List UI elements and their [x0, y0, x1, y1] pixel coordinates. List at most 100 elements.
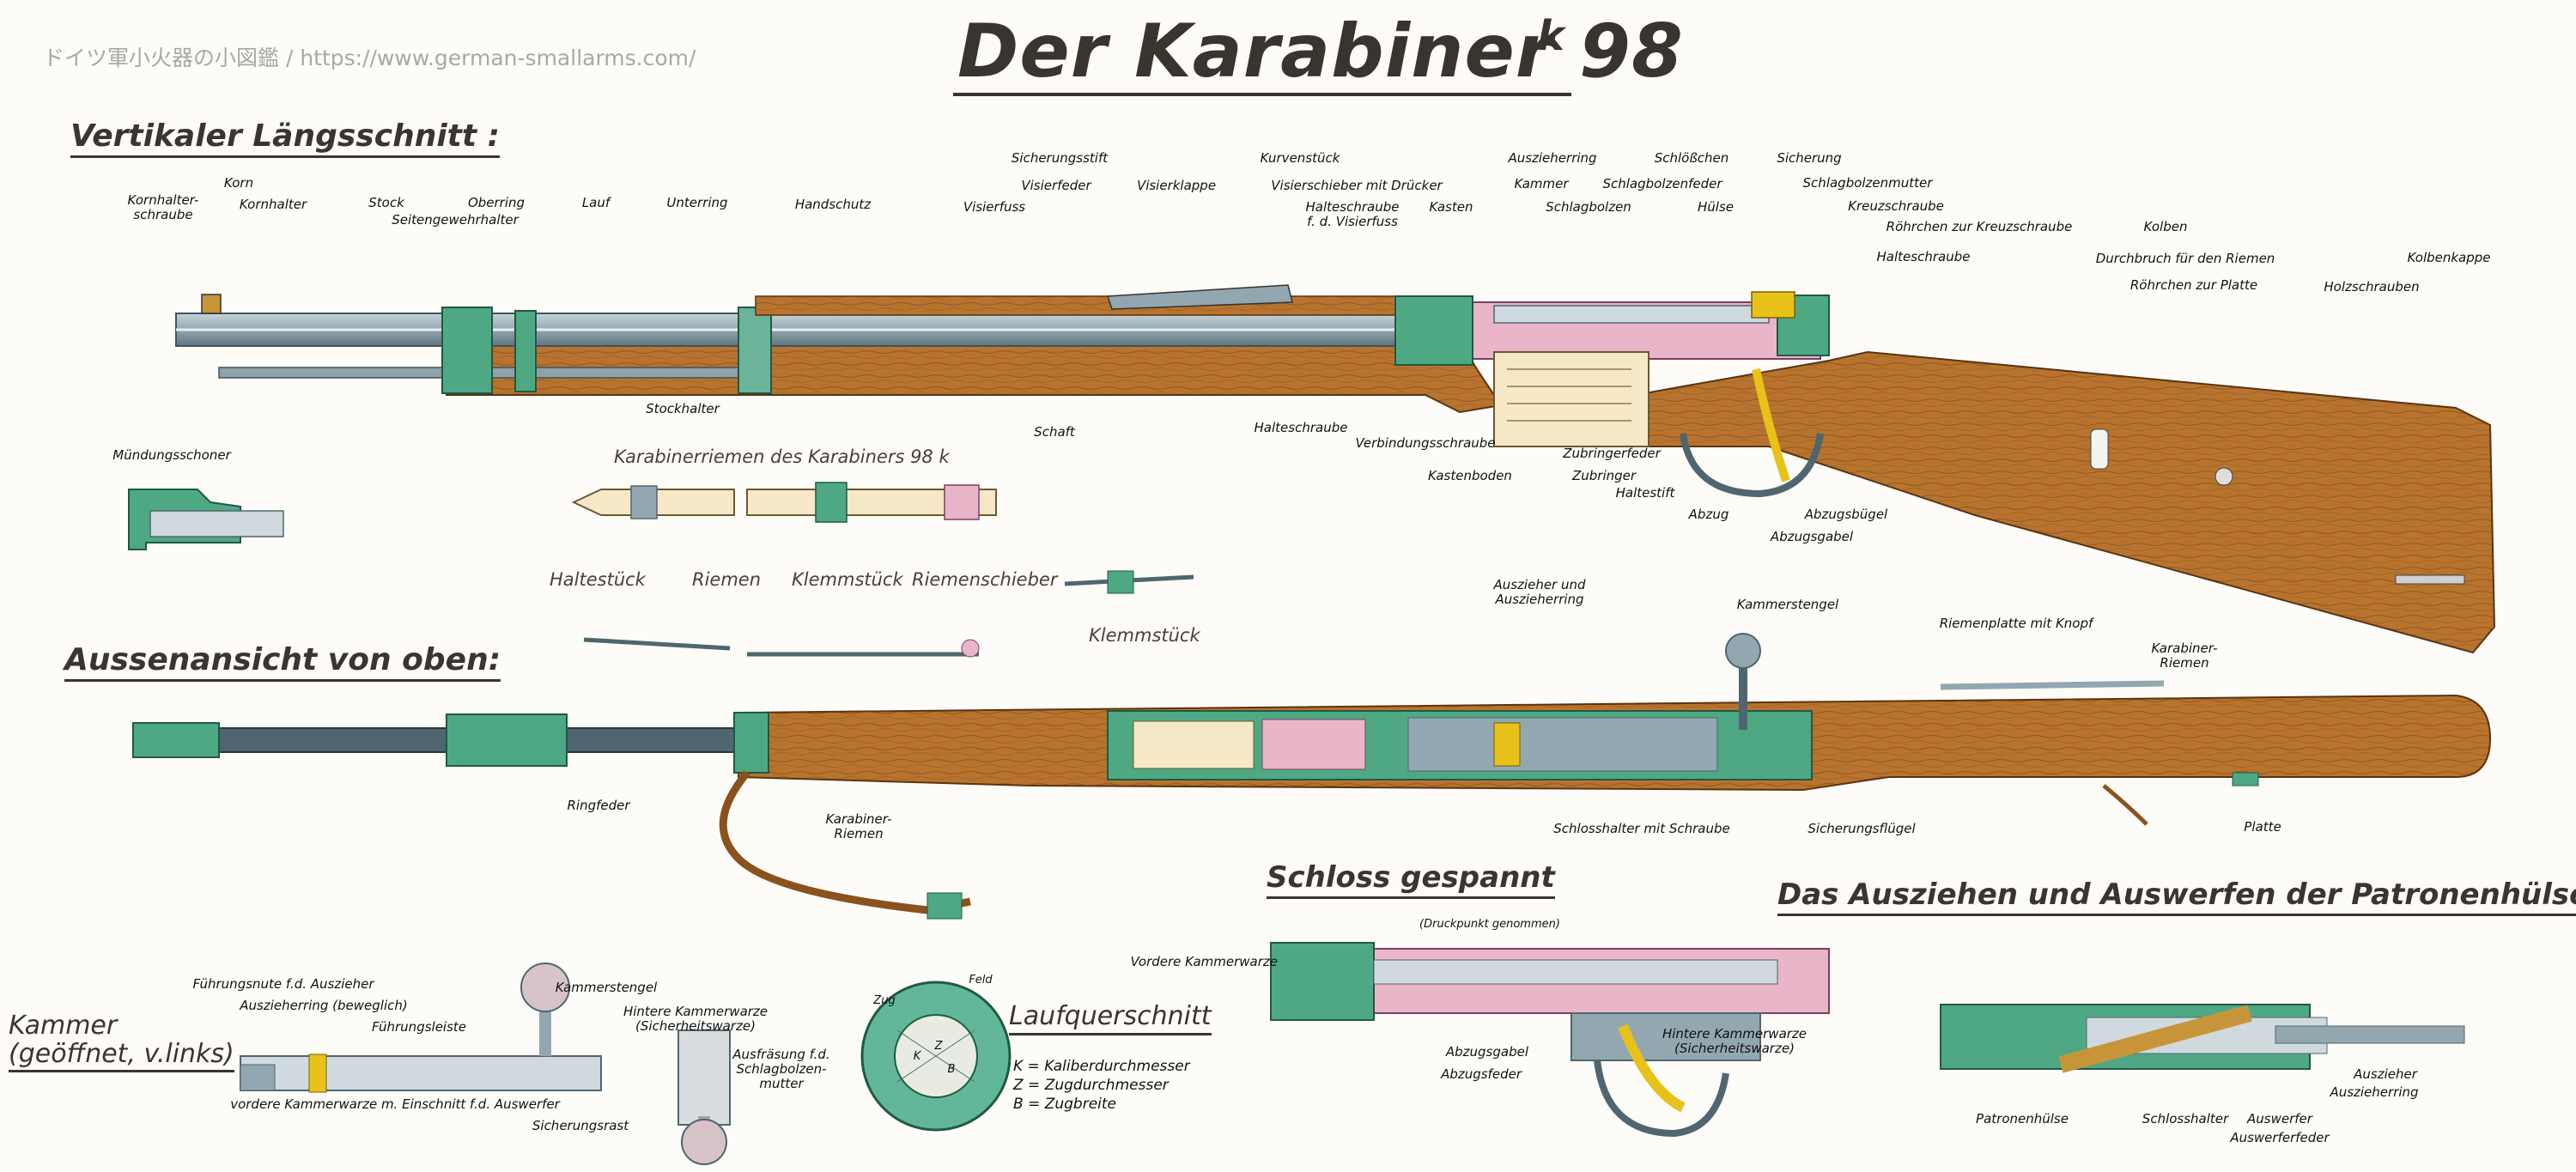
butt-screw [2395, 574, 2465, 585]
section-laengsschnitt: Vertikaler Längsschnitt : [70, 118, 501, 158]
label-roehrchen-kreuzschraube: Röhrchen zur Kreuzschraube [1886, 219, 2073, 234]
label-durchbruch: Durchbruch für den Riemen [2095, 251, 2275, 266]
label-auszieher: Auszieher [2354, 1066, 2417, 1082]
barrel-cross-section [860, 981, 1012, 1132]
title-underline [953, 93, 1571, 96]
sling-top [719, 770, 971, 914]
front-band-top [446, 714, 568, 767]
muzzle-top [132, 722, 220, 758]
label-halteschraube-low: Halteschraube [1254, 420, 1348, 435]
label-halteschraube-visierfuss: Halteschraube f. d. Visierfuss [1305, 199, 1400, 229]
trigger-guard [1680, 433, 1824, 498]
front-sight [201, 294, 222, 314]
bolt-knob-top [1725, 633, 1761, 669]
label-kasten: Kasten [1429, 199, 1473, 215]
butt-plate-top [2232, 772, 2259, 786]
poster-title: Der Karabiner 98 [957, 9, 1684, 94]
label-schlosshalter-schraube: Schlosshalter mit Schraube [1553, 821, 1730, 836]
label-oberring: Oberring [467, 195, 526, 210]
label-vordere-kammerwarze-kammer: vordere Kammerwarze m. Einschnitt f.d. A… [230, 1096, 560, 1112]
trigger [1752, 367, 1790, 483]
extractor-collar-top [1493, 722, 1521, 767]
label-kolbenkappe: Kolbenkappe [2407, 250, 2491, 265]
label-fuehrungsnute: Führungsnute f.d. Auszieher [192, 976, 374, 992]
label-zubringer: Zubringer [1571, 468, 1637, 483]
rifle-section-view [175, 284, 2496, 654]
sling-wire [2102, 784, 2148, 826]
label-vordere-kammerwarze-schloss: Vordere Kammerwarze [1130, 954, 1278, 969]
label-sicherungsfluegel: Sicherungsflügel [1807, 821, 1916, 836]
magazine-top [1133, 720, 1255, 769]
legend-k: K = Kaliberdurchmesser [1013, 1058, 1190, 1075]
receiver-ring [1394, 295, 1473, 366]
cleaning-rod [218, 367, 769, 379]
label-abzugsgabel-schloss: Abzugsgabel [1445, 1044, 1528, 1060]
label-handschutz: Handschutz [794, 197, 872, 212]
label-kammerstengel-top: Kammerstengel [1736, 597, 1839, 612]
extraction-drawing [1940, 1004, 2465, 1073]
poster-title-superscript: k [1537, 12, 1564, 60]
label-patronenhuelse: Patronenhülse [1976, 1111, 2069, 1126]
label-ausfraesung: Ausfräsung f.d. Schlagbolzen- mutter [732, 1047, 830, 1091]
label-riemenschieber: Riemenschieber [912, 569, 1058, 590]
legend-b: B = Zugbreite [1013, 1096, 1117, 1113]
label-haltestueck: Haltestück [550, 569, 646, 590]
rear-sight [1106, 284, 1293, 310]
label-auszieher-und: Auszieher und Auszieherring [1493, 577, 1586, 607]
label-kurvenstueck: Kurvenstück [1260, 150, 1340, 166]
label-auswerfer: Auswerfer [2247, 1111, 2312, 1126]
label-riemenplatte: Riemenplatte mit Knopf [1939, 616, 2093, 631]
legend-z: Z = Zugdurchmesser [1013, 1077, 1169, 1094]
label-hintere-kammerwarze-kammer: Hintere Kammerwarze (Sicherheitswarze) [623, 1004, 769, 1034]
label-schlagbolzenfeder: Schlagbolzenfeder [1602, 176, 1722, 191]
label-visierklappe: Visierklappe [1136, 178, 1217, 193]
bolt-rear-top [1261, 719, 1366, 770]
butt-disc [2215, 467, 2233, 486]
cross-letter-b: B [947, 1063, 956, 1076]
label-hintere-kammerwarze-schloss: Hintere Kammerwarze (Sicherheitswarze) [1662, 1026, 1807, 1056]
safety [1751, 291, 1795, 319]
label-fuehrungsleiste: Führungsleiste [371, 1019, 467, 1035]
follower-spring [1507, 368, 1631, 422]
watermark: ドイツ軍小火器の小図鑑 / https://www.german-smallar… [43, 46, 696, 70]
label-kammerstengel-kammer: Kammerstengel [555, 980, 658, 995]
cross-letter-z: Z [934, 1040, 943, 1053]
bolt-cocked-drawing [1270, 942, 1830, 1138]
sling-buckle [927, 892, 963, 920]
label-kornhalterschraube: Kornhalter- schraube [127, 192, 199, 222]
label-huelse: Hülse [1698, 199, 1734, 215]
label-klemmstueck: Klemmstück [792, 569, 903, 590]
label-stock: Stock [368, 195, 404, 210]
sling-slot [2090, 428, 2109, 470]
label-klemmstueck-2: Klemmstück [1089, 625, 1200, 646]
label-kolben: Kolben [2143, 219, 2188, 234]
section-ausziehen: Das Ausziehen und Auswerfen der Patronen… [1777, 877, 2576, 916]
label-abzugsbuegel: Abzugsbügel [1804, 507, 1888, 522]
label-sicherungsstift: Sicherungsstift [1011, 150, 1109, 166]
label-unterring: Unterring [666, 195, 728, 210]
label-schaft: Schaft [1034, 424, 1075, 440]
section-kammer: Kammer (geöffnet, v.links) [9, 1011, 234, 1072]
label-sicherungsrast: Sicherungsrast [532, 1118, 629, 1133]
handguard [755, 295, 1400, 316]
label-visierschieber: Visierschieber mit Drücker [1271, 178, 1443, 193]
upper-band [441, 307, 493, 394]
bolt-section [1493, 305, 1770, 324]
band-ring [514, 310, 537, 392]
label-visierfuss: Visierfuss [963, 199, 1026, 215]
label-platte: Platte [2244, 819, 2281, 835]
label-feld: Feld [969, 974, 993, 987]
label-riemen: Riemen [692, 569, 762, 590]
label-kreuzschraube: Kreuzschraube [1848, 198, 1944, 214]
label-halteschraube-top: Halteschraube [1876, 249, 1971, 264]
label-kammer: Kammer [1514, 176, 1569, 191]
label-muendungsschoner: Mündungsschoner [112, 447, 231, 463]
label-kornhalter: Kornhalter [239, 197, 307, 212]
label-roehrchen-platte: Röhrchen zur Platte [2129, 277, 2258, 293]
label-karabinerriemen-right: Karabiner- Riemen [2151, 641, 2218, 671]
label-schlagbolzen: Schlagbolzen [1546, 199, 1631, 215]
rifle-top-view [132, 633, 2492, 920]
cross-letter-k: K [913, 1050, 921, 1063]
muzzle-cover [128, 489, 284, 550]
schloss-subtitle: (Druckpunkt genommen) [1419, 918, 1560, 931]
